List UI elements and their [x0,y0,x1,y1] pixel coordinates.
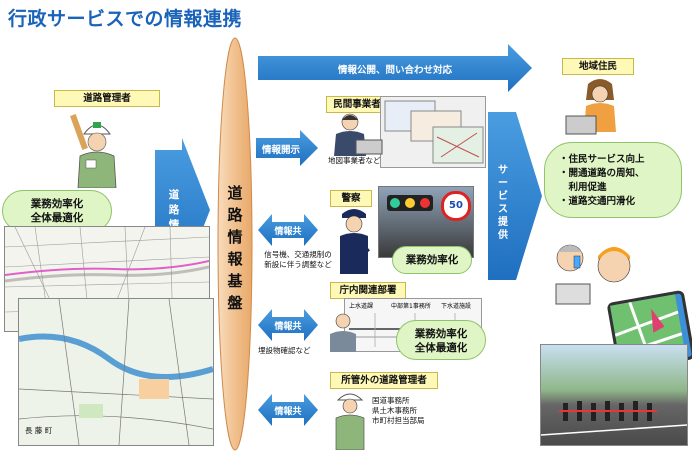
police-caption: 信号機、交通規制の 新設に伴う調整など [258,250,338,270]
road-manager-cloud: 業務効率化 全体最適化 [2,190,112,232]
private-arrow-label: 情報開示 [261,145,300,156]
residents-cloud-2: ・開通道路の周知、 [559,168,645,179]
residents-cloud-1: ・住民サービス向上 [559,154,645,165]
cloud-line-2: 全体最適化 [30,212,84,224]
agency-cloud-2: 全体最適化 [414,342,468,354]
service-label: サービス提供 [498,165,508,241]
other-arrow-label: 情報共有 [274,407,302,430]
map-place-label: 長 藤 町 [25,426,53,435]
residents-cloud-4: ・道路交通円滑化 [559,196,636,207]
residents-cloud: ・住民サービス向上 ・開通道路の周知、 利用促進 ・道路交通円滑化 [544,142,682,218]
police-caption-2: 新設に伴う調整など [264,260,332,269]
other-caption-3: 市町村担当部局 [372,416,425,425]
doc-label-1: 上水道課 [349,303,374,310]
other-manager-illustration [335,393,365,450]
police-cloud: 業務効率化 [392,246,472,274]
area-map: 長 藤 町 [18,298,214,446]
police-arrow [258,214,318,246]
speed-sign: 50 [441,191,471,221]
residents-phone-illustration [555,244,631,305]
agency-label: 庁内関連部署 [330,282,406,299]
agency-cloud: 業務効率化 全体最適化 [396,320,486,360]
agency-arrow [258,309,318,341]
resident-laptop-illustration [565,79,616,135]
other-caption-2: 県土木事務所 [372,406,417,415]
hub-label: 道路情報基盤 [227,184,243,312]
traffic-light [387,195,433,211]
road-worker-illustration [70,114,117,188]
private-arrow [256,130,318,166]
road-manager-label: 道路管理者 [54,90,160,107]
police-officer-illustration [340,209,370,274]
agency-cloud-1: 業務効率化 [414,328,468,340]
other-caption: 国道事務所 県土木事務所 市町村担当部局 [372,396,425,426]
agency-caption: 埋設物確認など [258,346,311,355]
private-label: 民間事業者 [326,96,388,113]
top-arrow-label: 情報公開、問い合わせ対応 [337,65,452,76]
service-arrow [488,112,542,280]
agency-staff-illustration [330,313,356,352]
police-arrow-label: 情報共有 [274,227,302,250]
residents-cloud-3: 利用促進 [559,182,607,193]
office-worker-illustration [334,113,383,156]
hub-oval [217,37,253,451]
other-manager-label: 所管外の道路管理者 [330,372,438,389]
police-label: 警察 [330,190,372,207]
police-caption-1: 信号機、交通規制の [264,250,332,259]
other-arrow [258,394,318,426]
doc-label-3: 下水道施設 [441,303,472,310]
agency-arrow-label: 情報共有 [274,322,302,345]
other-caption-1: 国道事務所 [372,396,410,405]
doc-label-2: 中部第1事務所 [391,303,431,310]
top-arrow [258,44,532,92]
cloud-line-1: 業務効率化 [30,198,84,210]
page-title: 行政サービスでの情報連携 [8,8,243,30]
private-caption: 地図事業者など [328,156,381,165]
residents-label: 地域住民 [562,58,634,75]
screen-stack [380,96,486,168]
opening-ceremony-photo [540,344,688,446]
